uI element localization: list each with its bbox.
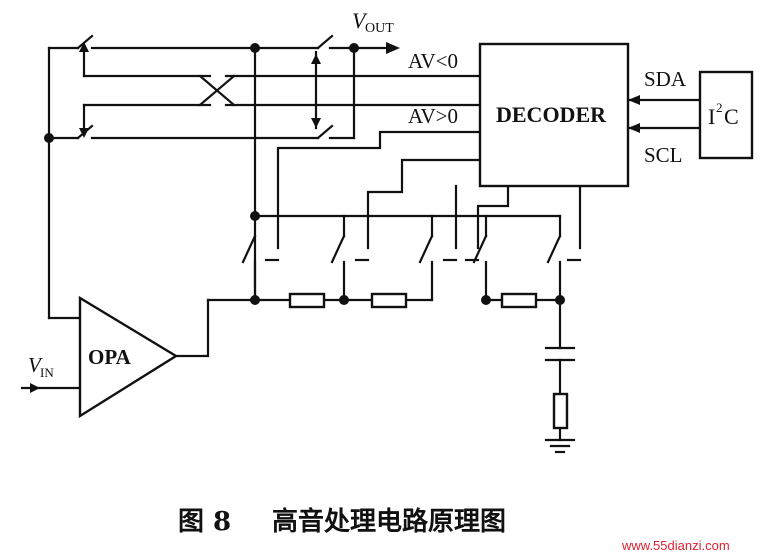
vout-subscript: OUT — [365, 21, 394, 36]
scl-label: SCL — [644, 143, 683, 167]
resistor-3 — [500, 292, 538, 309]
sda-label: SDA — [644, 67, 687, 91]
switches — [76, 34, 582, 264]
i2c-c: C — [724, 104, 739, 129]
arrows — [30, 42, 640, 393]
junctions — [44, 43, 565, 305]
decoder-label: DECODER — [496, 102, 607, 127]
resistor-4 — [552, 392, 569, 430]
ground-symbol — [544, 438, 576, 454]
figure-number: 图 8 — [178, 507, 231, 537]
watermark: www.55dianzi.com — [621, 538, 730, 553]
vout-label: V — [352, 8, 368, 33]
opa-label: OPA — [88, 345, 132, 369]
wires — [20, 46, 702, 442]
resistor-1 — [288, 292, 326, 309]
i2c-sup: 2 — [716, 100, 723, 115]
i2c-i: I — [708, 104, 715, 129]
vin-label: V — [28, 353, 43, 377]
av-less-label: AV<0 — [408, 49, 458, 73]
capacitor — [544, 346, 576, 362]
resistor-2 — [370, 292, 408, 309]
decoder-block — [478, 42, 630, 188]
opa-amplifier — [78, 295, 179, 419]
figure-title: 高音处理电路原理图 — [272, 506, 506, 537]
av-greater-label: AV>0 — [408, 104, 458, 128]
i2c-block — [698, 70, 754, 160]
vin-subscript: IN — [40, 365, 54, 380]
